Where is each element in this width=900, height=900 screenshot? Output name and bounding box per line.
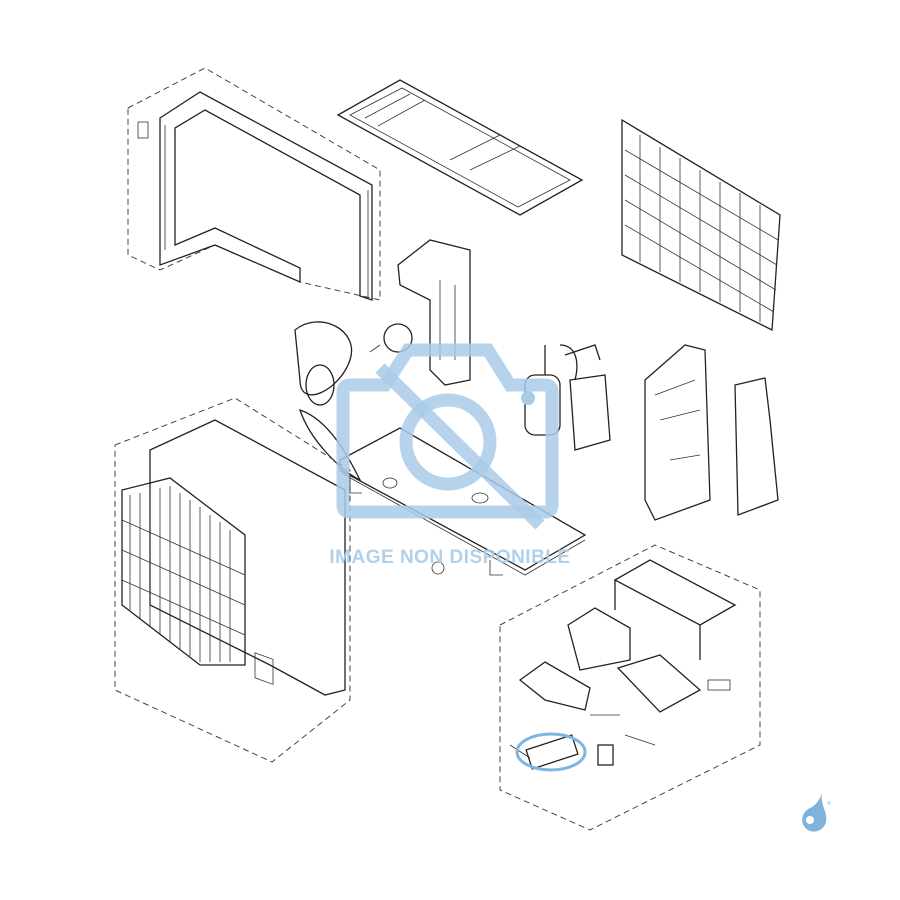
fan-assembly [294, 321, 413, 482]
service-panel [644, 344, 711, 521]
rear-grille [621, 118, 781, 332]
control-box-assembly [499, 544, 761, 831]
compressor-assembly [524, 344, 611, 451]
water-drop-logo: ® [802, 793, 831, 832]
highlight-outline [515, 732, 587, 772]
terminal-block [525, 734, 579, 770]
camera-search-icon [336, 343, 559, 530]
watermark-text: IMAGE NON DISPONIBLE [329, 547, 571, 568]
top-panel [336, 79, 584, 216]
svg-text:®: ® [827, 800, 831, 807]
side-cover [734, 377, 779, 516]
fan-motor-bracket [397, 239, 471, 386]
front-grille [121, 477, 246, 666]
condenser-coil [127, 67, 381, 301]
